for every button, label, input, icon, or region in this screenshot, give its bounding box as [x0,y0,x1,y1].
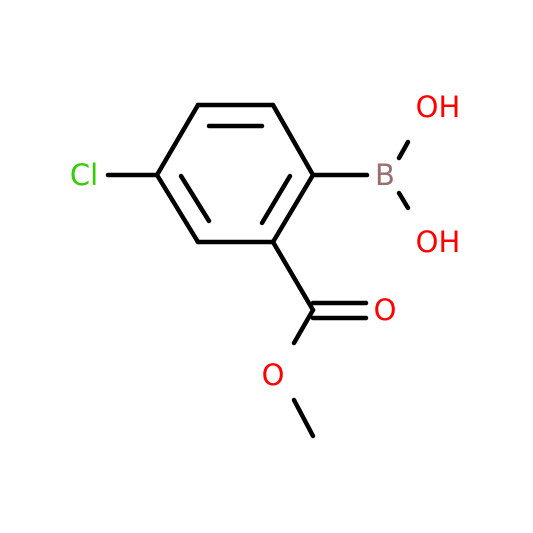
bond-ring-carbonyl-carbon [270,239,316,313]
bond-b-oh-bottom [396,190,411,211]
ring-bond-c3-c4 [270,102,316,178]
boron-atom-label: B [375,158,395,192]
ring-bond-c6-c1 [154,172,201,245]
bond-carbonyl-ester-o [291,307,316,346]
ring-inner-double-bond-right [259,173,293,226]
ring-inner-double-bond-left [178,173,212,224]
hydroxyl-top-label: OH [416,90,461,124]
carbonyl-oxygen-label: O [374,293,397,327]
bond-b-oh-top [396,139,411,161]
ester-oxygen-label: O [262,358,285,392]
hydroxyl-bottom-label: OH [416,225,461,259]
chlorine-atom-label: Cl [70,158,98,192]
bond-ester-o-methyl [291,397,316,439]
ring-bond-c4-c5 [270,172,316,245]
ring-bond-c1-c2 [154,102,201,178]
